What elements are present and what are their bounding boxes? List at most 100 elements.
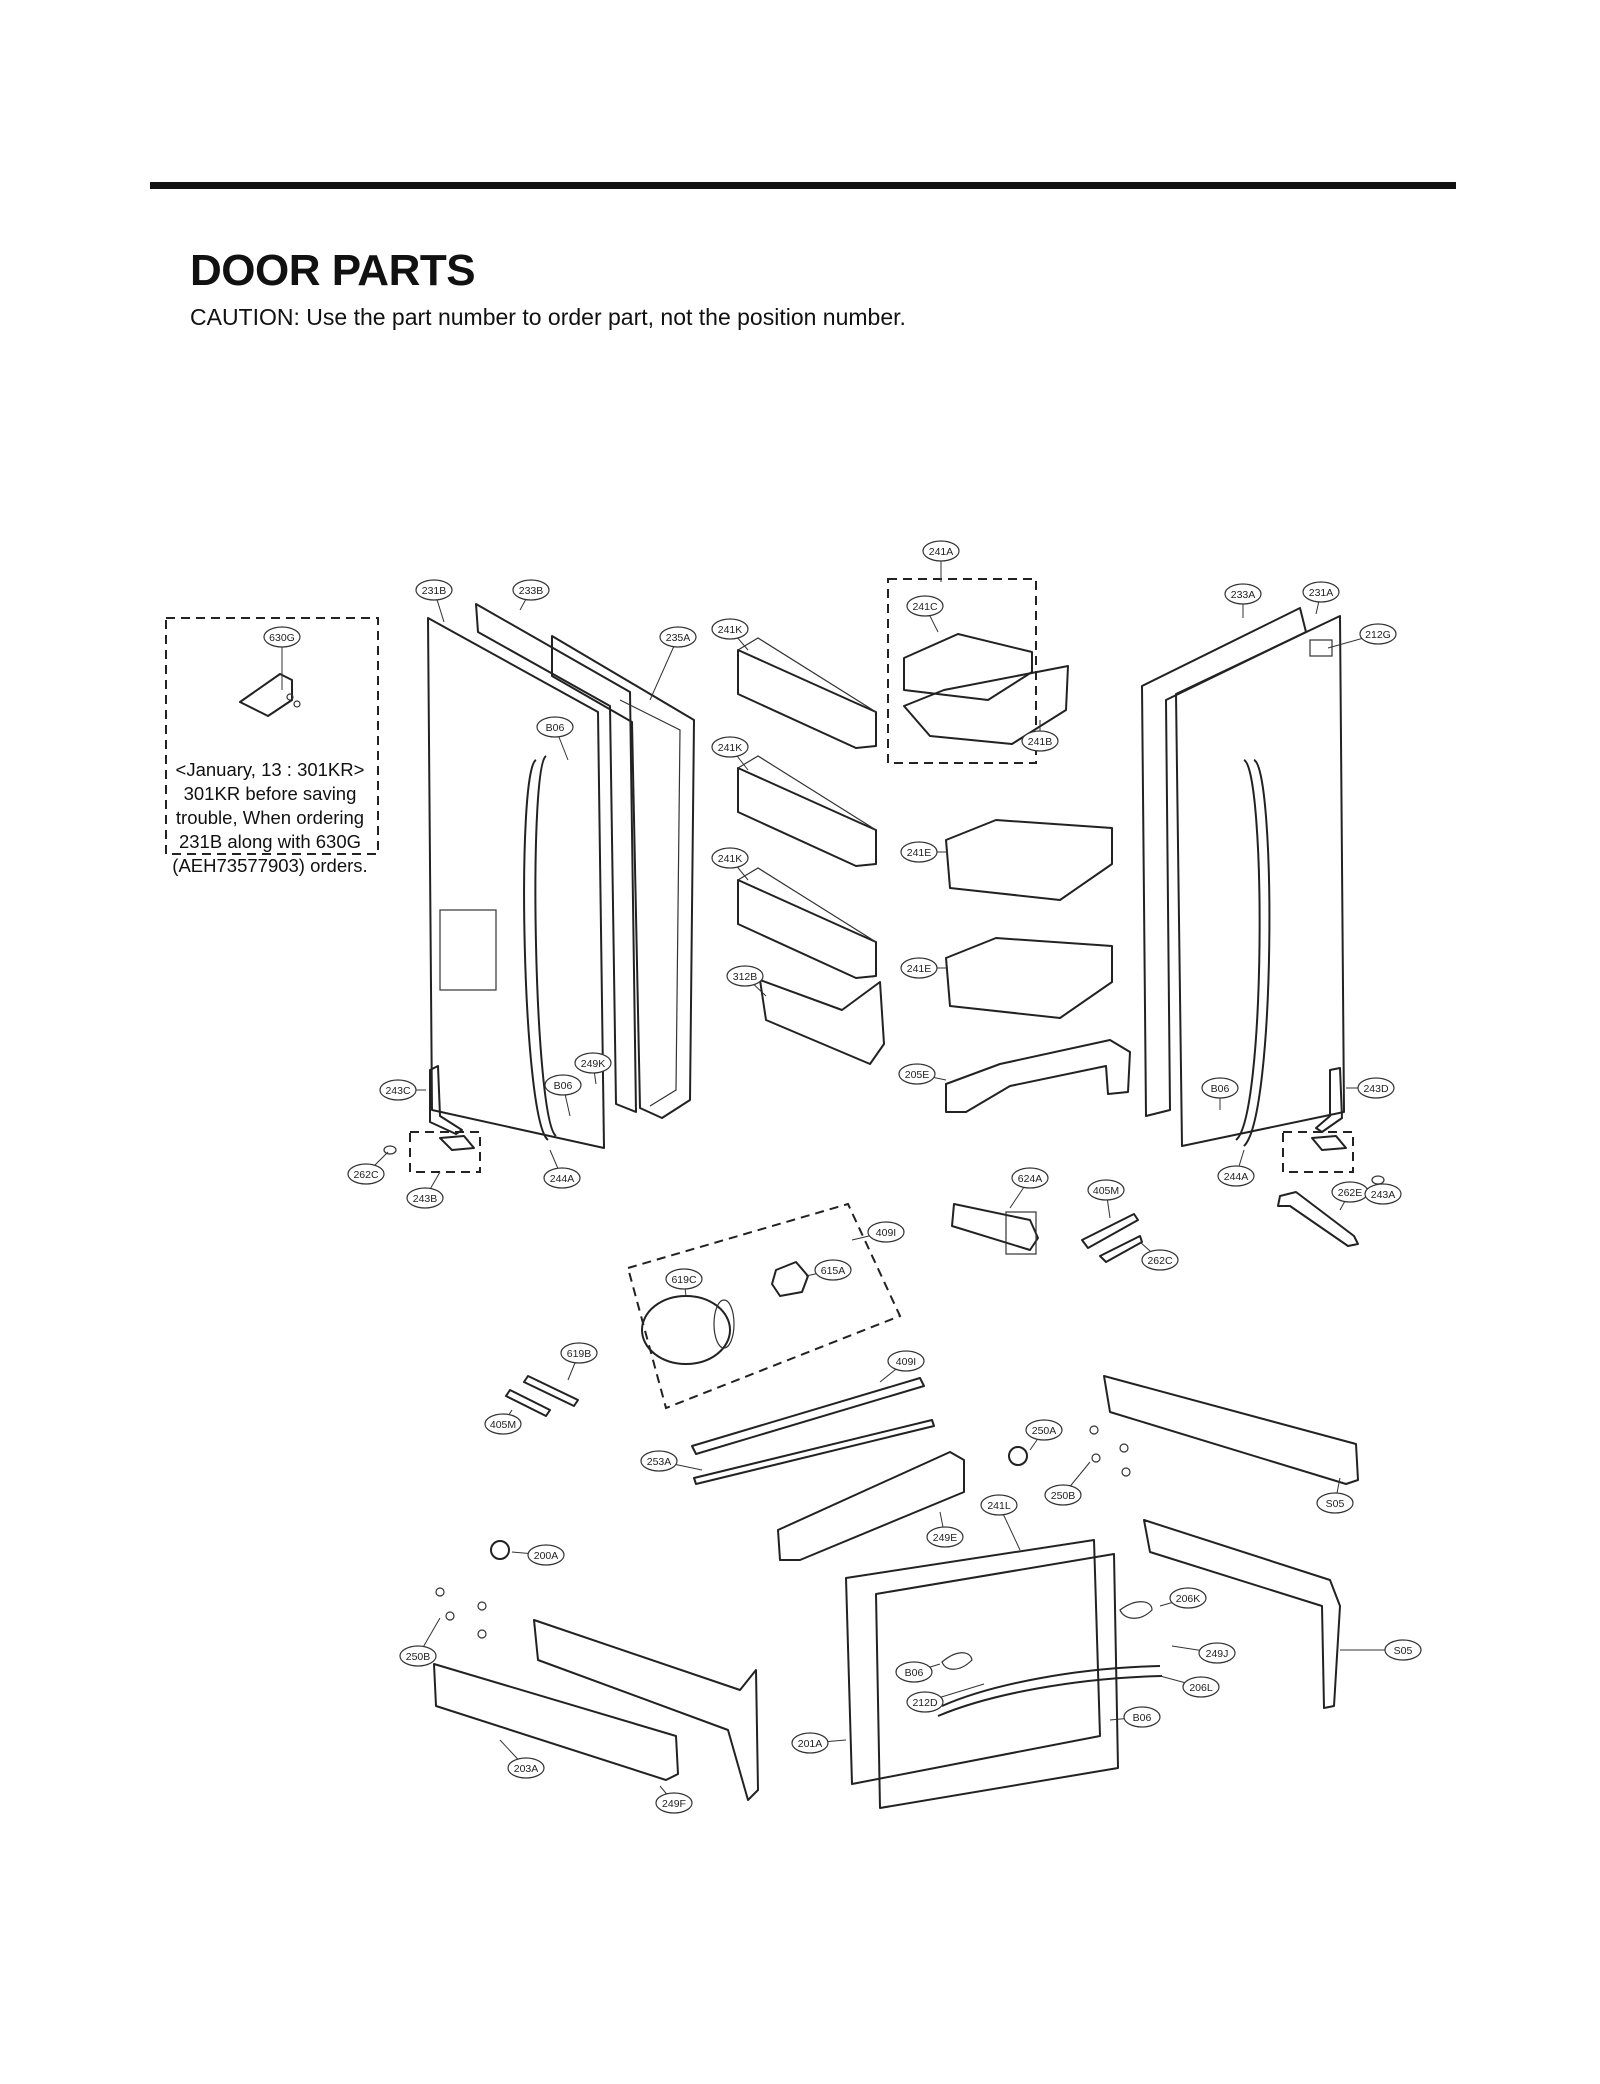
callout-200a: 200A [511, 1544, 565, 1566]
callout-bubble [544, 1074, 582, 1096]
callout-bubble [1021, 730, 1059, 752]
left-gasket-part [475, 603, 637, 1113]
callout-label: 241K [718, 853, 743, 865]
callout-label: 241L [987, 1500, 1011, 1512]
callout-b06: B06 [1109, 1706, 1161, 1728]
callout-241a: 241A [922, 540, 960, 582]
callout-405m: 405M [1087, 1179, 1125, 1219]
callout-233a: 233A [1224, 583, 1262, 618]
callout-s05: S05 [1316, 1477, 1354, 1514]
callout-bubble [887, 1350, 925, 1372]
callout-bubble [640, 1450, 678, 1472]
callout-241e: 241E [900, 957, 948, 979]
callout-label: 206L [1189, 1682, 1213, 1694]
callout-label: 241E [907, 963, 932, 975]
gear-250b-part [1008, 1446, 1028, 1466]
callout-bubble [980, 1494, 1018, 1516]
callout-249e: 249E [926, 1511, 964, 1548]
callout-206k: 206K [1159, 1587, 1207, 1609]
callout-label: 235A [666, 632, 691, 644]
callout-bubble [1201, 1077, 1239, 1099]
callout-label: 241K [718, 624, 743, 636]
callout-bubble [711, 618, 749, 640]
strip-409i-part [1099, 1235, 1143, 1263]
callout-label: 233A [1231, 589, 1256, 601]
callout-label: 241B [1028, 736, 1053, 748]
callout-409i: 409I [851, 1221, 905, 1243]
callout-label: 241K [718, 742, 743, 754]
right-door-part [1175, 615, 1345, 1147]
callout-bubble [1359, 623, 1397, 645]
callout-bubble [867, 1221, 905, 1243]
callout-label: 249F [662, 1798, 686, 1810]
leader-line [649, 636, 679, 701]
callout-label: 253A [647, 1456, 672, 1468]
callout-label: 203A [514, 1763, 539, 1775]
group-box-243b [409, 1131, 481, 1173]
callout-label: 249E [933, 1532, 958, 1544]
callout-label: 409I [896, 1356, 916, 1368]
callout-249f: 249F [655, 1785, 693, 1814]
callout-262c: 262C [347, 1151, 389, 1185]
hinge-243d-part [1315, 1067, 1343, 1133]
note-line: <January, 13 : 301KR> [175, 759, 365, 780]
door-bin-part [737, 755, 877, 867]
strip-405m-part [523, 1375, 579, 1407]
callout-bubble [1182, 1676, 1220, 1698]
callout-bubble [512, 579, 550, 601]
callout-bubble [1044, 1484, 1082, 1506]
callout-bubble [347, 1163, 385, 1185]
callout-bubble [1224, 583, 1262, 605]
callout-label: 409I [876, 1227, 896, 1239]
callout-241l: 241L [980, 1494, 1021, 1551]
callout-250a: 250A [1025, 1419, 1063, 1451]
note-line: 231B along with 630G [178, 831, 362, 852]
callout-label: 243D [1363, 1083, 1389, 1095]
freezer-door-part [845, 1539, 1163, 1809]
callout-label: 624A [1018, 1173, 1043, 1185]
callout-label: B06 [1211, 1083, 1230, 1095]
callout-250b: 250B [1044, 1461, 1091, 1506]
callout-bubble [560, 1342, 598, 1364]
rail-249f-part [433, 1663, 679, 1781]
bin-cover-part [903, 633, 1033, 701]
bin-part [903, 665, 1069, 745]
strip-405m-part [1081, 1213, 1139, 1249]
callout-241c: 241C [906, 595, 944, 633]
callout-241e: 241E [900, 841, 948, 863]
callout-bubble [1217, 1165, 1255, 1187]
callout-label: 312B [733, 971, 758, 983]
callout-label: 262E [1338, 1187, 1363, 1199]
callout-b06: B06 [895, 1661, 941, 1683]
door-bin-part [737, 867, 877, 979]
right-gasket-part [1141, 607, 1307, 1117]
left-door-part [427, 617, 605, 1149]
callout-label: 243C [385, 1085, 411, 1097]
callout-bubble [379, 1079, 417, 1101]
callout-bubble [1198, 1642, 1236, 1664]
callout-label: 250B [1051, 1490, 1076, 1502]
callout-bubble [906, 595, 944, 617]
callout-bubble [1141, 1249, 1179, 1271]
callout-b06: B06 [1201, 1077, 1239, 1110]
washer-262c-part [383, 1145, 397, 1155]
callout-bubble [1302, 581, 1340, 603]
callout-label: 241E [907, 847, 932, 859]
callout-bubble [655, 1792, 693, 1814]
note-line: (AEH73577903) orders. [172, 855, 368, 876]
callout-241k: 241K [711, 847, 749, 881]
page-title: DOOR PARTS [190, 246, 476, 295]
callout-bubble [1384, 1639, 1422, 1661]
callout-bubble [900, 957, 938, 979]
callout-243a: 243A [1364, 1183, 1402, 1205]
callout-bubble [536, 716, 574, 738]
callout-bubble [900, 841, 938, 863]
callout-bubble [665, 1268, 703, 1290]
strip-253a-part [691, 1377, 925, 1455]
callout-203a: 203A [499, 1739, 545, 1779]
callout-243c: 243C [379, 1079, 426, 1101]
callout-bubble [711, 736, 749, 758]
callout-label: 615A [821, 1265, 846, 1277]
top-rule [150, 182, 1456, 189]
